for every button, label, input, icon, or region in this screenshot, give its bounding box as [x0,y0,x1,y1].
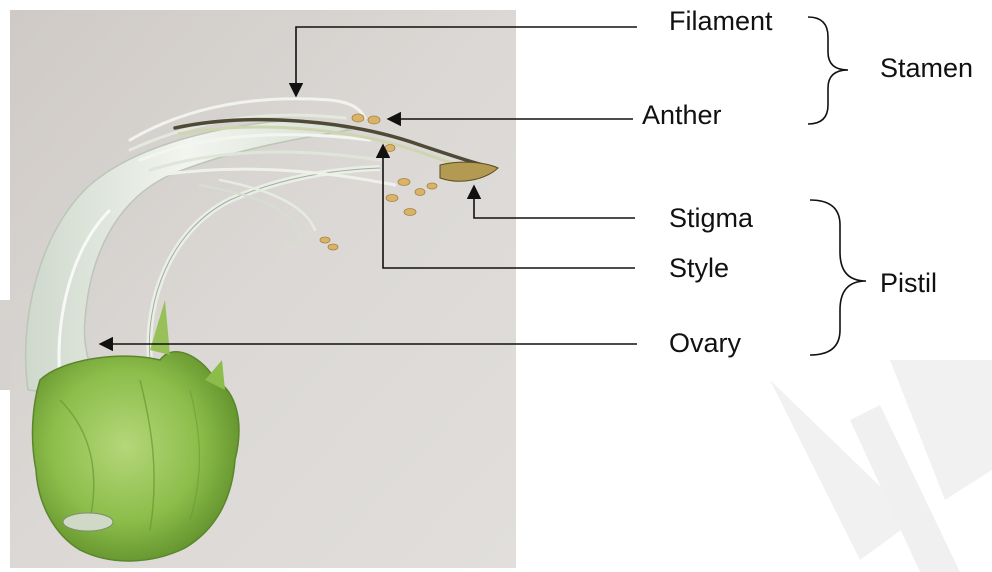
sepals [33,352,239,561]
label-style: Style [669,255,729,282]
label-ovary: Ovary [669,330,741,357]
watermark [770,360,992,572]
braces [808,17,866,355]
label-anther: Anther [642,102,722,129]
flower-photo [0,10,516,568]
pistil-brace [810,200,866,355]
label-filament: Filament [669,8,773,35]
label-stamen: Stamen [880,55,973,82]
label-pistil: Pistil [880,270,937,297]
label-stigma: Stigma [669,205,753,232]
stamen-brace [808,17,848,124]
